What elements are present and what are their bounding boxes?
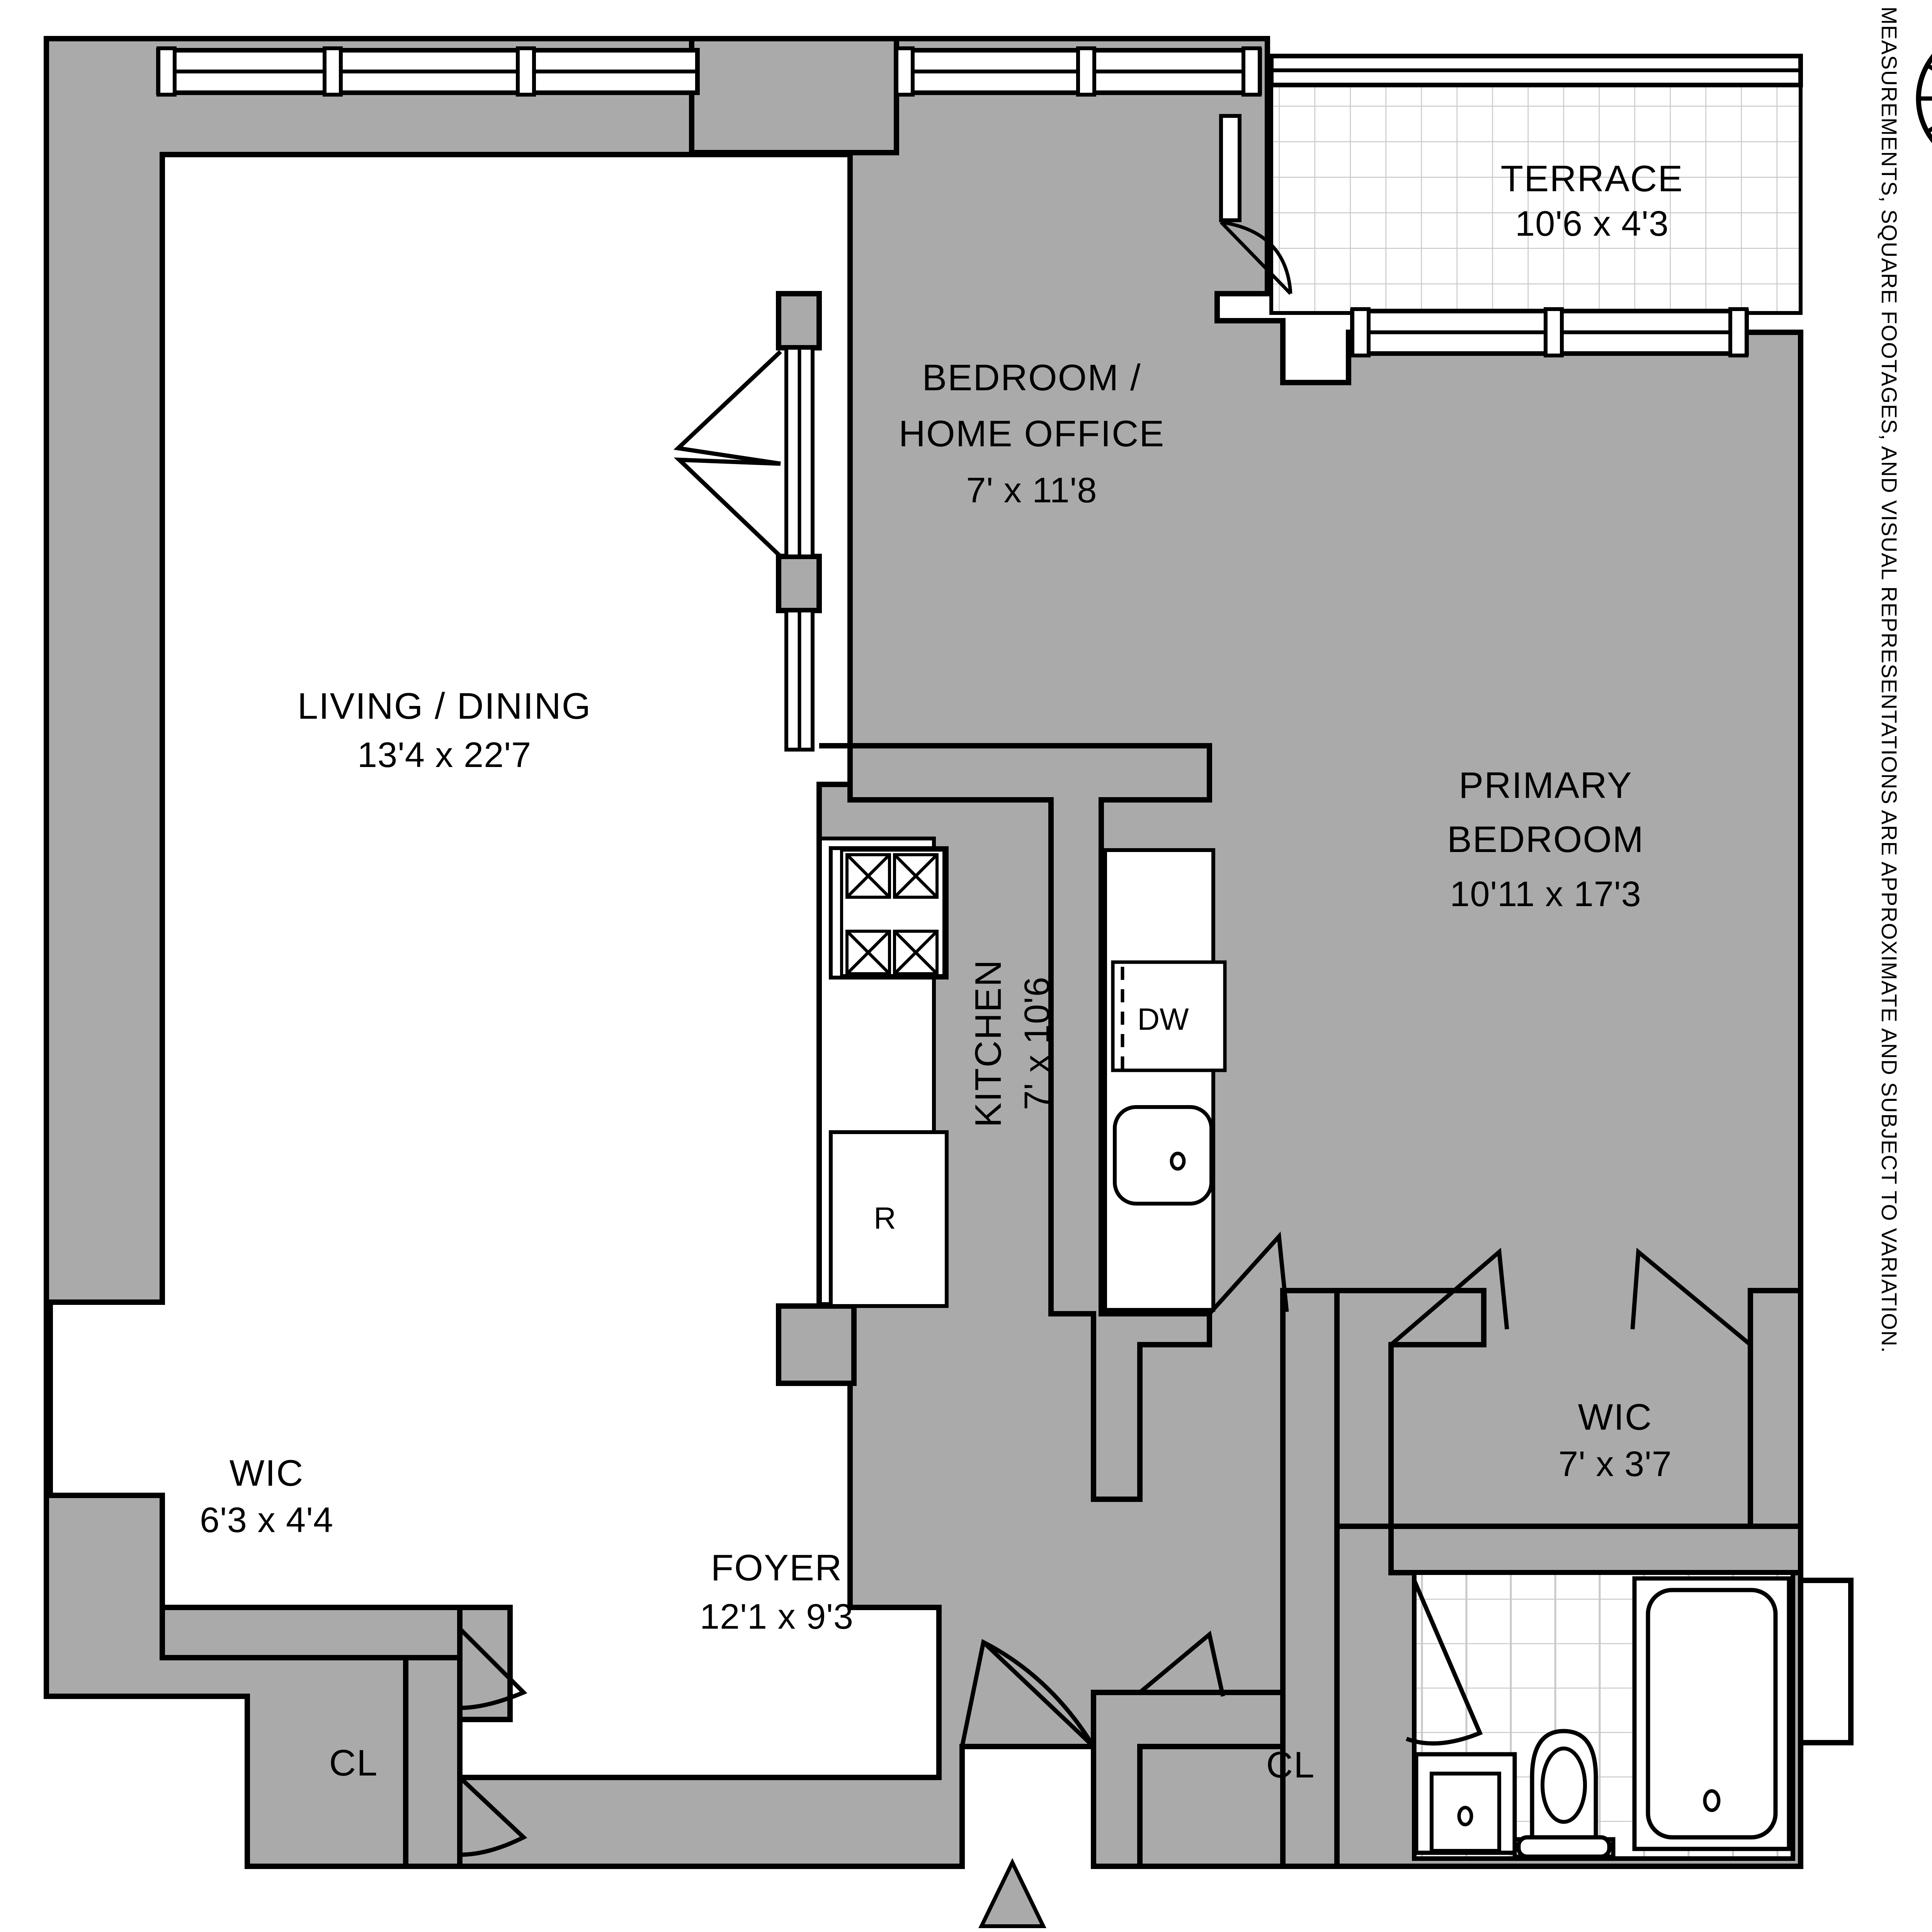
room-label-living-dining: LIVING / DINING — [298, 685, 592, 727]
refrigerator-icon — [829, 1130, 949, 1308]
window-living-dining — [156, 46, 700, 97]
bathroom-area — [1412, 1570, 1795, 1861]
room-label-bedroom-office-line2: HOME OFFICE — [899, 413, 1165, 454]
room-dim-wic-right: 7' x 3'7 — [1558, 1444, 1672, 1484]
entry-marker — [978, 1858, 1046, 1928]
room-dim-living-dining: 13'4 x 22'7 — [357, 735, 531, 775]
room-dim-terrace: 10'6 x 4'3 — [1515, 204, 1669, 243]
room-label-wic-left: WIC — [230, 1452, 304, 1494]
room-label-bedroom-office-line1: BEDROOM / — [922, 357, 1141, 398]
room-label-wic-right: WIC — [1578, 1396, 1653, 1438]
window-glazing — [156, 46, 1803, 752]
room-label-foyer: FOYER — [711, 1547, 843, 1588]
disclaimer-text: ALL MEASUREMENTS, SQUARE FOOTAGES, AND V… — [1877, 0, 1901, 1353]
terrace-rail — [1269, 54, 1803, 87]
window-interior-slot — [784, 346, 815, 752]
terrace-door-swing — [1219, 114, 1293, 295]
room-dim-bedroom-office: 7' x 11'8 — [966, 471, 1097, 510]
kitchen-fixtures — [818, 837, 1227, 1312]
disclaimer-text-group: ALL MEASUREMENTS, SQUARE FOOTAGES, AND V… — [1877, 0, 1901, 1353]
window-bedroom-office — [894, 46, 1262, 97]
room-dim-wic-left: 6'3 x 4'4 — [200, 1500, 333, 1540]
room-label-primary-bedroom-line1: PRIMARY — [1459, 765, 1633, 806]
toilet-fixture — [1512, 1729, 1616, 1859]
room-label-closet-right: CL — [1266, 1744, 1315, 1786]
terrace-area — [1269, 60, 1803, 315]
room-label-closet-left: CL — [329, 1742, 378, 1784]
room-label-terrace: TERRACE — [1501, 158, 1684, 199]
compass-rose: N C O M P A S S — [1916, 54, 1932, 143]
room-dim-primary-bedroom: 10'11 x 17'3 — [1450, 874, 1641, 914]
dishwasher-icon — [1111, 960, 1227, 1072]
kitchen-sink-icon — [1113, 1105, 1213, 1206]
door-swings — [458, 350, 1752, 1857]
room-label-primary-bedroom-line2: BEDROOM — [1447, 819, 1644, 860]
room-dim-kitchen: 7' x 10'6 — [1017, 976, 1057, 1110]
appliance-label-refrigerator: R — [874, 1201, 896, 1235]
appliance-label-dishwasher: DW — [1137, 1002, 1189, 1036]
appliance-labels: R DW — [874, 1002, 1189, 1235]
range-cooktop-icon — [829, 846, 949, 980]
bathroom-sink-fixture — [1414, 1752, 1517, 1855]
room-label-kitchen: KITCHEN — [968, 959, 1009, 1127]
room-labels: LIVING / DINING 13'4 x 22'7 BEDROOM / HO… — [200, 158, 1684, 1786]
room-dim-foyer: 12'1 x 9'3 — [700, 1597, 854, 1636]
window-primary-terrace — [1350, 307, 1749, 357]
bathtub-fixture — [1632, 1576, 1791, 1851]
